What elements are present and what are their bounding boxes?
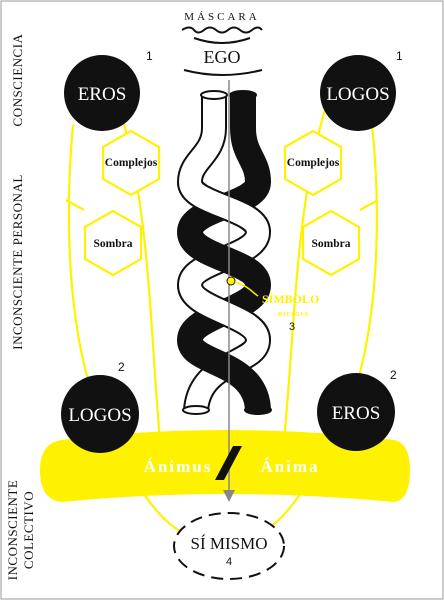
top-right-number: 1 <box>396 49 403 63</box>
bottom-right-eros-circle <box>317 373 395 451</box>
bottom-right-eros: EROS 2 <box>317 368 397 451</box>
hexagon-left-shadow-label: Sombra <box>94 238 133 250</box>
bottom-left-logos: LOGOS 2 <box>61 360 139 453</box>
twisted-pipes <box>177 90 272 415</box>
hexagon-right-complexes-label: Complejos <box>287 157 340 169</box>
symbol-pointer <box>234 281 259 297</box>
symbol-sublabel: BICIGIA <box>278 312 309 318</box>
central-axis-arrowhead <box>223 490 235 502</box>
bottom-right-number: 2 <box>390 368 397 382</box>
top-left-eros-label: EROS <box>78 84 127 105</box>
animus-label: Ánimus <box>144 457 213 476</box>
mask-wave <box>181 26 263 34</box>
symbol-number: 3 <box>289 321 295 333</box>
mask-label: MÁSCARA <box>184 11 259 23</box>
top-right-logos-label: LOGOS <box>326 84 389 105</box>
level-conscious-label: CONSCIENCIA <box>10 33 25 126</box>
self-ellipse <box>173 512 285 580</box>
top-right-logos-circle <box>320 55 396 131</box>
level-personal-label: INCONSCIENTE PERSONAL <box>10 174 25 350</box>
mask-curve <box>193 37 251 44</box>
hexagon-left-complexes <box>101 129 161 197</box>
level-collective-label-1: INCONSCIENTE <box>5 480 20 581</box>
ego-underline <box>183 69 263 76</box>
symbol-dot <box>226 276 236 286</box>
self-label: SÍ MISMO <box>191 534 268 553</box>
anima-label: Ánima <box>260 457 319 476</box>
bottom-left-number: 2 <box>118 360 125 374</box>
hexagon-left-shadow <box>83 209 143 277</box>
animus-anima-slash <box>215 446 242 480</box>
bottom-left-logos-label: LOGOS <box>68 405 131 426</box>
symbol-label: SÍMBOLO <box>262 292 319 306</box>
ego-label: EGO <box>204 47 241 67</box>
bottom-left-logos-circle <box>61 375 139 453</box>
black-pipe <box>177 95 271 412</box>
hexagon-right-shadow <box>301 209 361 277</box>
top-left-number: 1 <box>146 49 153 63</box>
white-pipe-top-cap <box>200 90 228 100</box>
hexagon-right-shadow-label: Sombra <box>312 238 351 250</box>
level-collective-label-2: COLECTIVO <box>21 491 36 569</box>
bottom-right-eros-label: EROS <box>332 403 381 424</box>
hexagon-right-complexes <box>283 129 343 197</box>
self-number: 4 <box>226 556 232 568</box>
top-left-eros-circle <box>64 55 140 131</box>
white-pipe-bottom-cap <box>182 405 210 415</box>
top-right-logos: LOGOS 1 <box>320 49 403 131</box>
hexagon-left-complexes-label: Complejos <box>105 157 158 169</box>
top-left-eros: EROS 1 <box>64 49 153 131</box>
black-pipe-bottom-cap <box>244 405 272 415</box>
black-pipe-top-cap <box>229 90 257 100</box>
hexagons <box>83 129 361 277</box>
